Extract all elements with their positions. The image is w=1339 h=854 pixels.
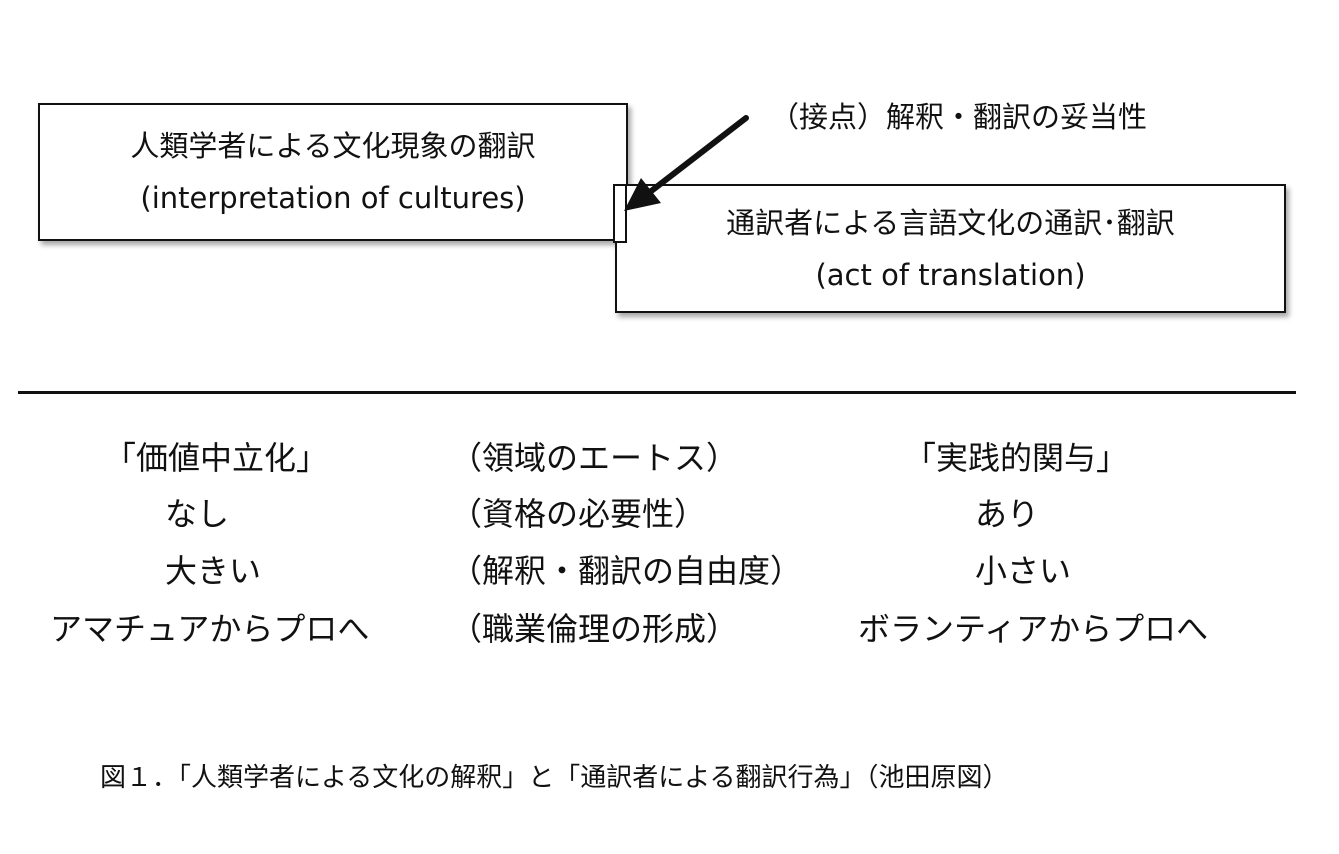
header-left: 「価値中立化」: [104, 439, 329, 477]
row1-middle: （資格の必要性）: [450, 495, 707, 533]
row1-left: なし: [165, 495, 230, 533]
anthropology-box-title: 人類学者による文化現象の翻訳: [130, 129, 536, 163]
contact-point-marker: [613, 184, 627, 243]
anthropology-box-subtitle: (interpretation of cultures): [140, 181, 526, 215]
contact-label: （接点）解釈・翻訳の妥当性: [770, 100, 1148, 134]
row2-middle: （解釈・翻訳の自由度）: [450, 552, 803, 590]
row3-right: ボランティアからプロへ: [858, 610, 1209, 648]
header-middle: （領域のエートス）: [450, 439, 739, 477]
row2-right: 小さい: [975, 552, 1072, 590]
anthropology-box: 人類学者による文化現象の翻訳 (interpretation of cultur…: [38, 103, 628, 241]
row1-right: あり: [975, 495, 1040, 533]
divider-line: [18, 391, 1296, 394]
row3-left: アマチュアからプロへ: [50, 610, 370, 648]
row3-middle: （職業倫理の形成）: [450, 610, 739, 648]
header-right: 「実践的関与」: [904, 439, 1129, 477]
translation-box: 通訳者による言語文化の通訳･翻訳 (act of translation): [615, 184, 1286, 313]
translation-box-subtitle: (act of translation): [815, 257, 1086, 292]
row2-left: 大きい: [165, 552, 262, 590]
figure-caption: 図１．「人類学者による文化の解釈」と「通訳者による翻訳行為」（池田原図）: [100, 763, 1009, 793]
translation-box-title: 通訳者による言語文化の通訳･翻訳: [726, 205, 1175, 240]
